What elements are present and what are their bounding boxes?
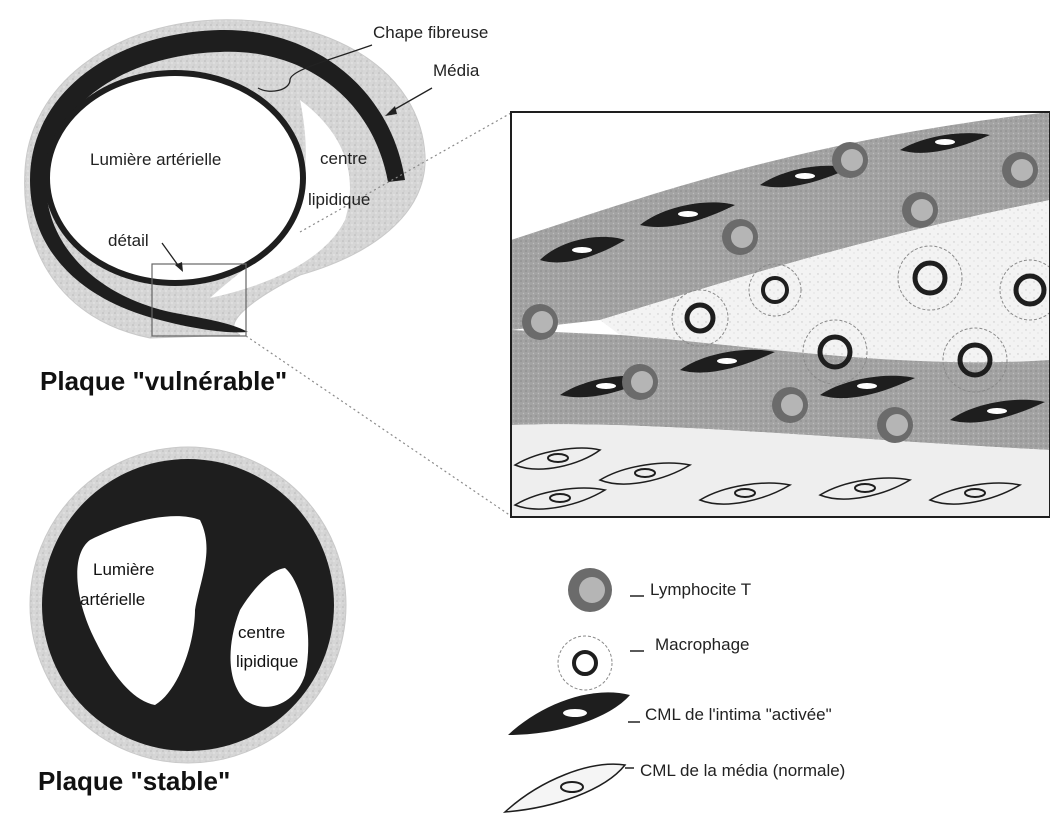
label-centre: centre	[320, 149, 367, 168]
label-detail: détail	[108, 231, 149, 250]
vulnerable-plaque: Chape fibreuse Média Lumière artérielle …	[25, 20, 511, 516]
legend-lymphocyte-core	[579, 577, 605, 603]
legend-cml-media-label: CML de la média (normale)	[640, 761, 845, 780]
stable-plaque: Lumière artérielle centre lipidique Plaq…	[30, 447, 346, 796]
stable-label-arterielle: artérielle	[80, 590, 145, 609]
stable-label-lipidique: lipidique	[236, 652, 298, 671]
title-vulnerable: Plaque "vulnérable"	[40, 366, 287, 396]
title-stable: Plaque "stable"	[38, 766, 230, 796]
legend-cml-media-icon	[505, 764, 625, 812]
label-chape-fibreuse: Chape fibreuse	[373, 23, 488, 42]
label-lipidique: lipidique	[308, 190, 370, 209]
legend: Lymphocite T Macrophage CML de l'intima …	[505, 568, 845, 812]
legend-macrophage-label: Macrophage	[655, 635, 750, 654]
detail-panel	[511, 112, 1050, 517]
label-lumiere-arterielle: Lumière artérielle	[90, 150, 221, 169]
legend-cml-intima-label: CML de l'intima "activée"	[645, 705, 832, 724]
lumen	[47, 73, 303, 283]
label-media: Média	[433, 61, 480, 80]
legend-macrophage-icon	[574, 652, 596, 674]
stable-label-lumiere: Lumière	[93, 560, 154, 579]
legend-cml-intima-nucleus	[563, 709, 587, 717]
legend-macrophage-membrane	[558, 636, 612, 690]
legend-lymphocyte-label: Lymphocite T	[650, 580, 751, 599]
stable-label-centre: centre	[238, 623, 285, 642]
